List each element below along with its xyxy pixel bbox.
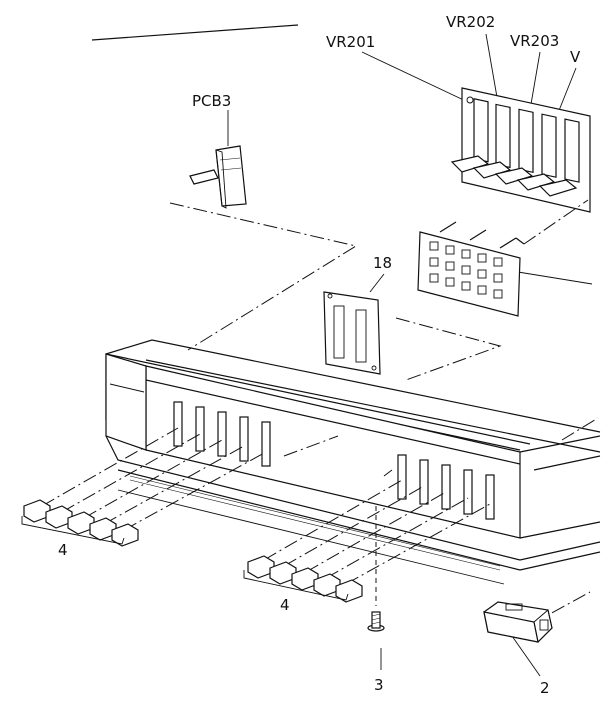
knob	[335, 579, 363, 603]
knob	[111, 523, 139, 547]
slider-knobs-left	[21, 499, 139, 547]
label-pcb3: PCB3	[192, 92, 231, 110]
knob-guide-lines	[41, 427, 491, 585]
leader-lines	[227, 33, 593, 677]
label-vr201: VR201	[326, 33, 375, 51]
button-matrix-part	[417, 221, 525, 317]
label-vr-partial: V	[570, 48, 581, 66]
top-line	[91, 24, 299, 41]
main-chassis-frame	[105, 339, 601, 585]
vr-slots	[473, 98, 580, 183]
pcb3-board	[189, 145, 247, 209]
label-vr203: VR203	[510, 32, 559, 50]
label-part-18: 18	[373, 254, 392, 272]
label-end-cap: 2	[540, 679, 550, 697]
screw-part-3	[367, 611, 385, 632]
slider-slots-right	[397, 454, 495, 520]
slider-knobs-right	[243, 555, 363, 603]
label-knobs-right: 4	[280, 596, 290, 614]
label-vr202: VR202	[446, 13, 495, 31]
end-cap-part-2	[483, 601, 553, 643]
label-knobs-left: 4	[58, 541, 68, 559]
label-screw: 3	[374, 676, 384, 694]
vr-potentiometer-board	[450, 87, 591, 213]
matrix-cells	[429, 241, 503, 299]
part-18-plate	[323, 291, 381, 375]
